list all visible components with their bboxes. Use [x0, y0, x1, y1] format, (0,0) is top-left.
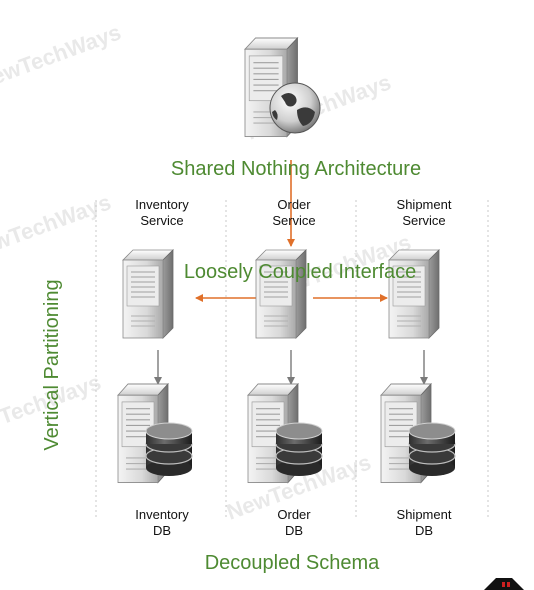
globe-icon	[269, 82, 321, 134]
web-server-icon	[244, 37, 321, 138]
database-label-line: DB	[153, 523, 171, 538]
service-label-line: Service	[140, 213, 183, 228]
bottom-title: Decoupled Schema	[205, 552, 380, 574]
service-label-line: Service	[272, 213, 315, 228]
server-icon	[122, 249, 174, 339]
database-label-line: DB	[285, 523, 303, 538]
top-title: Shared Nothing Architecture	[171, 158, 421, 180]
column-dividers	[95, 200, 489, 520]
database-label-line: Inventory	[135, 507, 189, 522]
database-server-icon	[380, 383, 456, 484]
side-title: Vertical Partitioning	[41, 279, 63, 450]
service-label-line: Service	[402, 213, 445, 228]
service-label-line: Inventory	[135, 197, 189, 212]
watermark: NewTechWays	[0, 189, 114, 264]
database-server-icon	[247, 383, 323, 484]
watermark: NewTechWays	[0, 19, 124, 94]
database-server-icon	[117, 383, 193, 484]
database-label-line: Shipment	[397, 507, 452, 522]
database-label-line: DB	[415, 523, 433, 538]
logo-icon	[484, 578, 524, 590]
service-label-line: Order	[277, 197, 311, 212]
middle-title: Loosely Coupled Interface	[184, 261, 416, 283]
database-label-line: Order	[277, 507, 311, 522]
service-label-line: Shipment	[397, 197, 452, 212]
